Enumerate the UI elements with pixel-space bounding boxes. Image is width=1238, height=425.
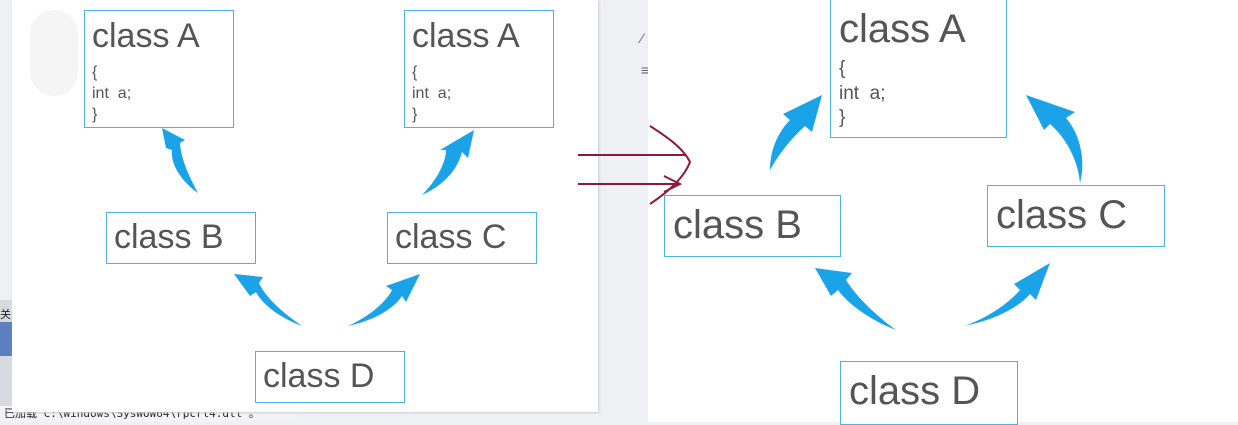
class-a-title: class A [839,7,966,51]
left-arrow-d-to-c [348,274,420,326]
transform-arrow [578,125,692,205]
right-class-c-box: class C [987,185,1165,247]
left-class-a-box-2: class A { int a; } [404,10,554,128]
class-a-body: { int a; } [92,64,132,123]
left-diagram-panel: class A { int a; } class A { int a; } cl… [12,0,598,412]
class-d-title: class D [263,357,375,395]
right-class-d-box: class D [840,361,1018,425]
class-c-title: class C [395,218,507,256]
right-arrow-d-to-b [815,268,896,330]
class-a-body: { int a; } [412,64,452,123]
left-arrow-c-to-a [422,130,474,195]
class-b-title: class B [114,218,224,256]
left-arrow-d-to-b [234,274,302,326]
class-c-title: class C [996,193,1128,237]
cursor-marker-icon: ⁄ [641,30,644,46]
right-arrow-b-to-a [770,95,822,170]
class-b-title: class B [673,203,802,247]
right-diagram-panel: class A { int a; } class B class C class… [648,0,1238,425]
class-a-title: class A [92,17,200,55]
right-class-a-box: class A { int a; } [830,0,1007,138]
class-d-title: class D [849,369,981,413]
left-class-a-box-1: class A { int a; } [84,10,234,128]
menu-lines-icon: ≡ [641,62,650,78]
class-a-body: { int a; } [839,58,886,129]
background-window-titlebar [0,322,12,356]
right-arrow-d-to-c [964,263,1050,326]
left-class-c-box: class C [387,212,537,264]
left-arrow-b-to-a [162,128,198,193]
right-arrow-c-to-a [1026,95,1083,183]
left-class-d-box: class D [255,351,405,403]
left-class-b-box: class B [106,212,256,264]
watermark-shape [30,10,78,96]
class-a-title: class A [412,17,520,55]
right-class-b-box: class B [664,195,841,257]
